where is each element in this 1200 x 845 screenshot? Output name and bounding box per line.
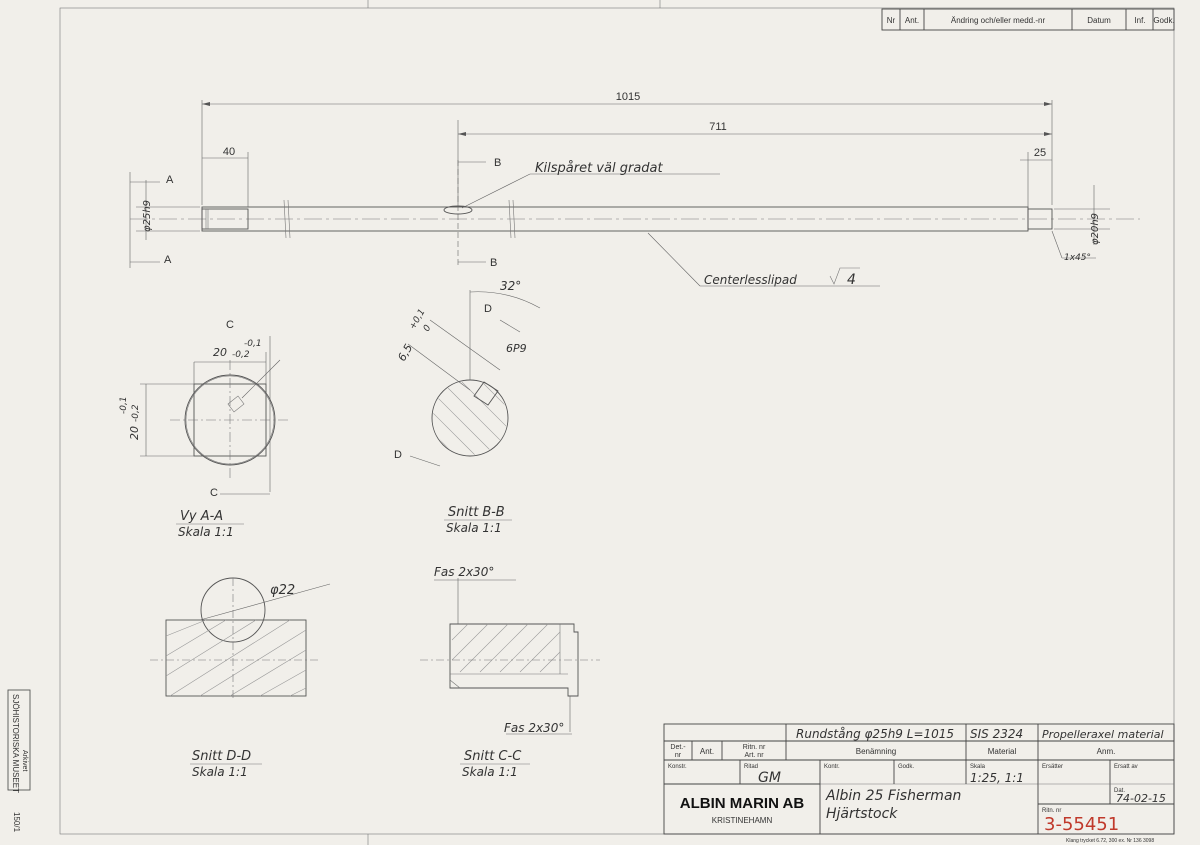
tb-l-ersatter: Ersätter [1042,764,1063,770]
view-aa-tol-top-lower: -0,2 [232,350,250,360]
section-bb-title: Snitt B-B [448,505,505,520]
tb-skala-value: 1:25, 1:1 [970,771,1024,785]
view-aa-tol-left-upper: -0,1 [119,396,129,414]
tb-l-kontr: Kontr. [824,764,840,770]
dim-chamfer: 1x45° [1064,253,1091,263]
dim-1015: 1015 [616,91,640,103]
tb-material-desc: Rundstång φ25h9 L=1015 [796,727,954,741]
tb-h-art-nr: Art. nr [744,752,764,759]
section-d-top: D [484,303,492,315]
view-aa-tol-top-upper: -0,1 [244,339,262,349]
tb-company: ALBIN MARIN AB [680,795,805,812]
tb-city: KRISTINEHAMN [712,816,773,825]
rev-header-inf: Inf. [1134,16,1145,25]
tb-h-anm: Anm. [1097,747,1116,756]
view-aa: 20 -0,1 -0,2 20 -0,1 -0,2 C C Vy A-A Ska… [119,319,290,539]
note-finish: Centerlesslipad [704,273,797,287]
tb-drawing-number: 3-55451 [1044,814,1119,835]
tb-h-ritn-nr: Ritn. nr [743,744,766,751]
section-c-top: C [226,319,234,331]
rev-header-date: Datum [1087,16,1111,25]
section-b-bottom: B [490,257,497,269]
tb-title-line1: Albin 25 Fisherman [825,788,961,804]
section-dd-scale: Skala 1:1 [192,765,248,779]
dim-25: 25 [1034,147,1046,159]
dim-711: 711 [709,121,727,133]
tb-h-benamning: Benämning [856,747,896,756]
revision-table: Nr Ant. Ändring och/eller medd.-nr Datum… [881,8,1175,31]
section-bb-tol2: 0 [422,323,434,333]
section-a-bottom: A [164,254,172,266]
archive-stamp: SJÖHISTORISKA MUSEET Arkivet 150/1 [7,689,31,833]
section-dd-title: Snitt D-D [192,749,251,764]
view-aa-dim-top: 20 [213,346,227,359]
dim-dia-right: φ20h9 [1090,213,1101,245]
stamp-ref: 150/1 [12,812,21,833]
tb-h-det-nr-1: Det.- [670,744,686,751]
tb-ritad-value: GM [758,770,781,786]
section-a-top: A [166,174,174,186]
tb-l-dat: Dat. [1114,788,1125,794]
tb-l-ersatt-av: Ersatt av [1114,764,1138,770]
rev-header-ant: Ant. [905,16,919,25]
tb-l-konstr: Konstr. [668,764,687,770]
rev-header-godk: Godk. [1153,16,1174,25]
note-finish-value: 4 [847,272,856,288]
view-aa-scale: Skala 1:1 [178,525,234,539]
section-cc: Fas 2x30° Fas 2x30° Snitt C-C Skala 1:1 [420,565,600,779]
section-bb-angle: 32° [500,279,521,293]
tb-h-ant: Ant. [700,747,714,756]
section-dd: φ22 Snitt D-D Skala 1:1 [150,577,331,779]
view-aa-dim-left: 20 [128,426,141,440]
stamp-line1: SJÖHISTORISKA MUSEET [11,694,20,793]
view-aa-title: Vy A-A [180,509,223,524]
tb-remark: Propelleraxel material [1042,728,1164,741]
shaft-elevation: 1015 711 40 25 φ25h9 A A B B φ20h9 [129,91,1140,288]
tb-l-ritad: Ritad [744,764,758,770]
section-bb-scale: Skala 1:1 [446,521,502,535]
section-d-bottom: D [394,449,402,461]
section-cc-title: Snitt C-C [464,749,522,764]
drawing-border [59,7,1175,835]
note-keyway: Kilspåret väl gradat [535,161,663,176]
dim-dia-left: φ25h9 [142,200,153,232]
title-block: Rundstång φ25h9 L=1015 SIS 2324 Propelle… [663,723,1175,844]
section-b-top: B [494,157,501,169]
view-aa-tol-left-lower: -0,2 [131,404,141,422]
tb-h-det-nr-2: nr [675,752,682,759]
surface-finish-symbol [829,267,860,285]
section-dd-diameter: φ22 [270,583,295,598]
section-c-bottom: C [210,487,218,499]
section-cc-chamfer-bottom: Fas 2x30° [504,721,564,735]
rev-header-change: Ändring och/eller medd.-nr [951,16,1046,25]
tb-l-ritn-nr: Ritn. nr [1042,808,1061,814]
section-cc-scale: Skala 1:1 [462,765,518,779]
rev-header-nr: Nr [887,16,896,25]
tb-title-line2: Hjärtstock [826,806,898,822]
tb-footer: Klang trycket 6.72, 300 ex. Nr 136 3098 [1066,838,1154,844]
section-cc-chamfer-top: Fas 2x30° [434,565,494,579]
tb-l-godk: Godk. [898,764,914,770]
tb-h-material: Material [988,747,1017,756]
dim-40: 40 [223,146,235,158]
section-bb-keywidth: 6P9 [506,342,527,355]
tb-material-std: SIS 2324 [970,727,1023,741]
tb-date-value: 74-02-15 [1116,792,1166,805]
stamp-line2: Arkivet [21,750,28,771]
tb-l-skala: Skala [970,764,986,770]
